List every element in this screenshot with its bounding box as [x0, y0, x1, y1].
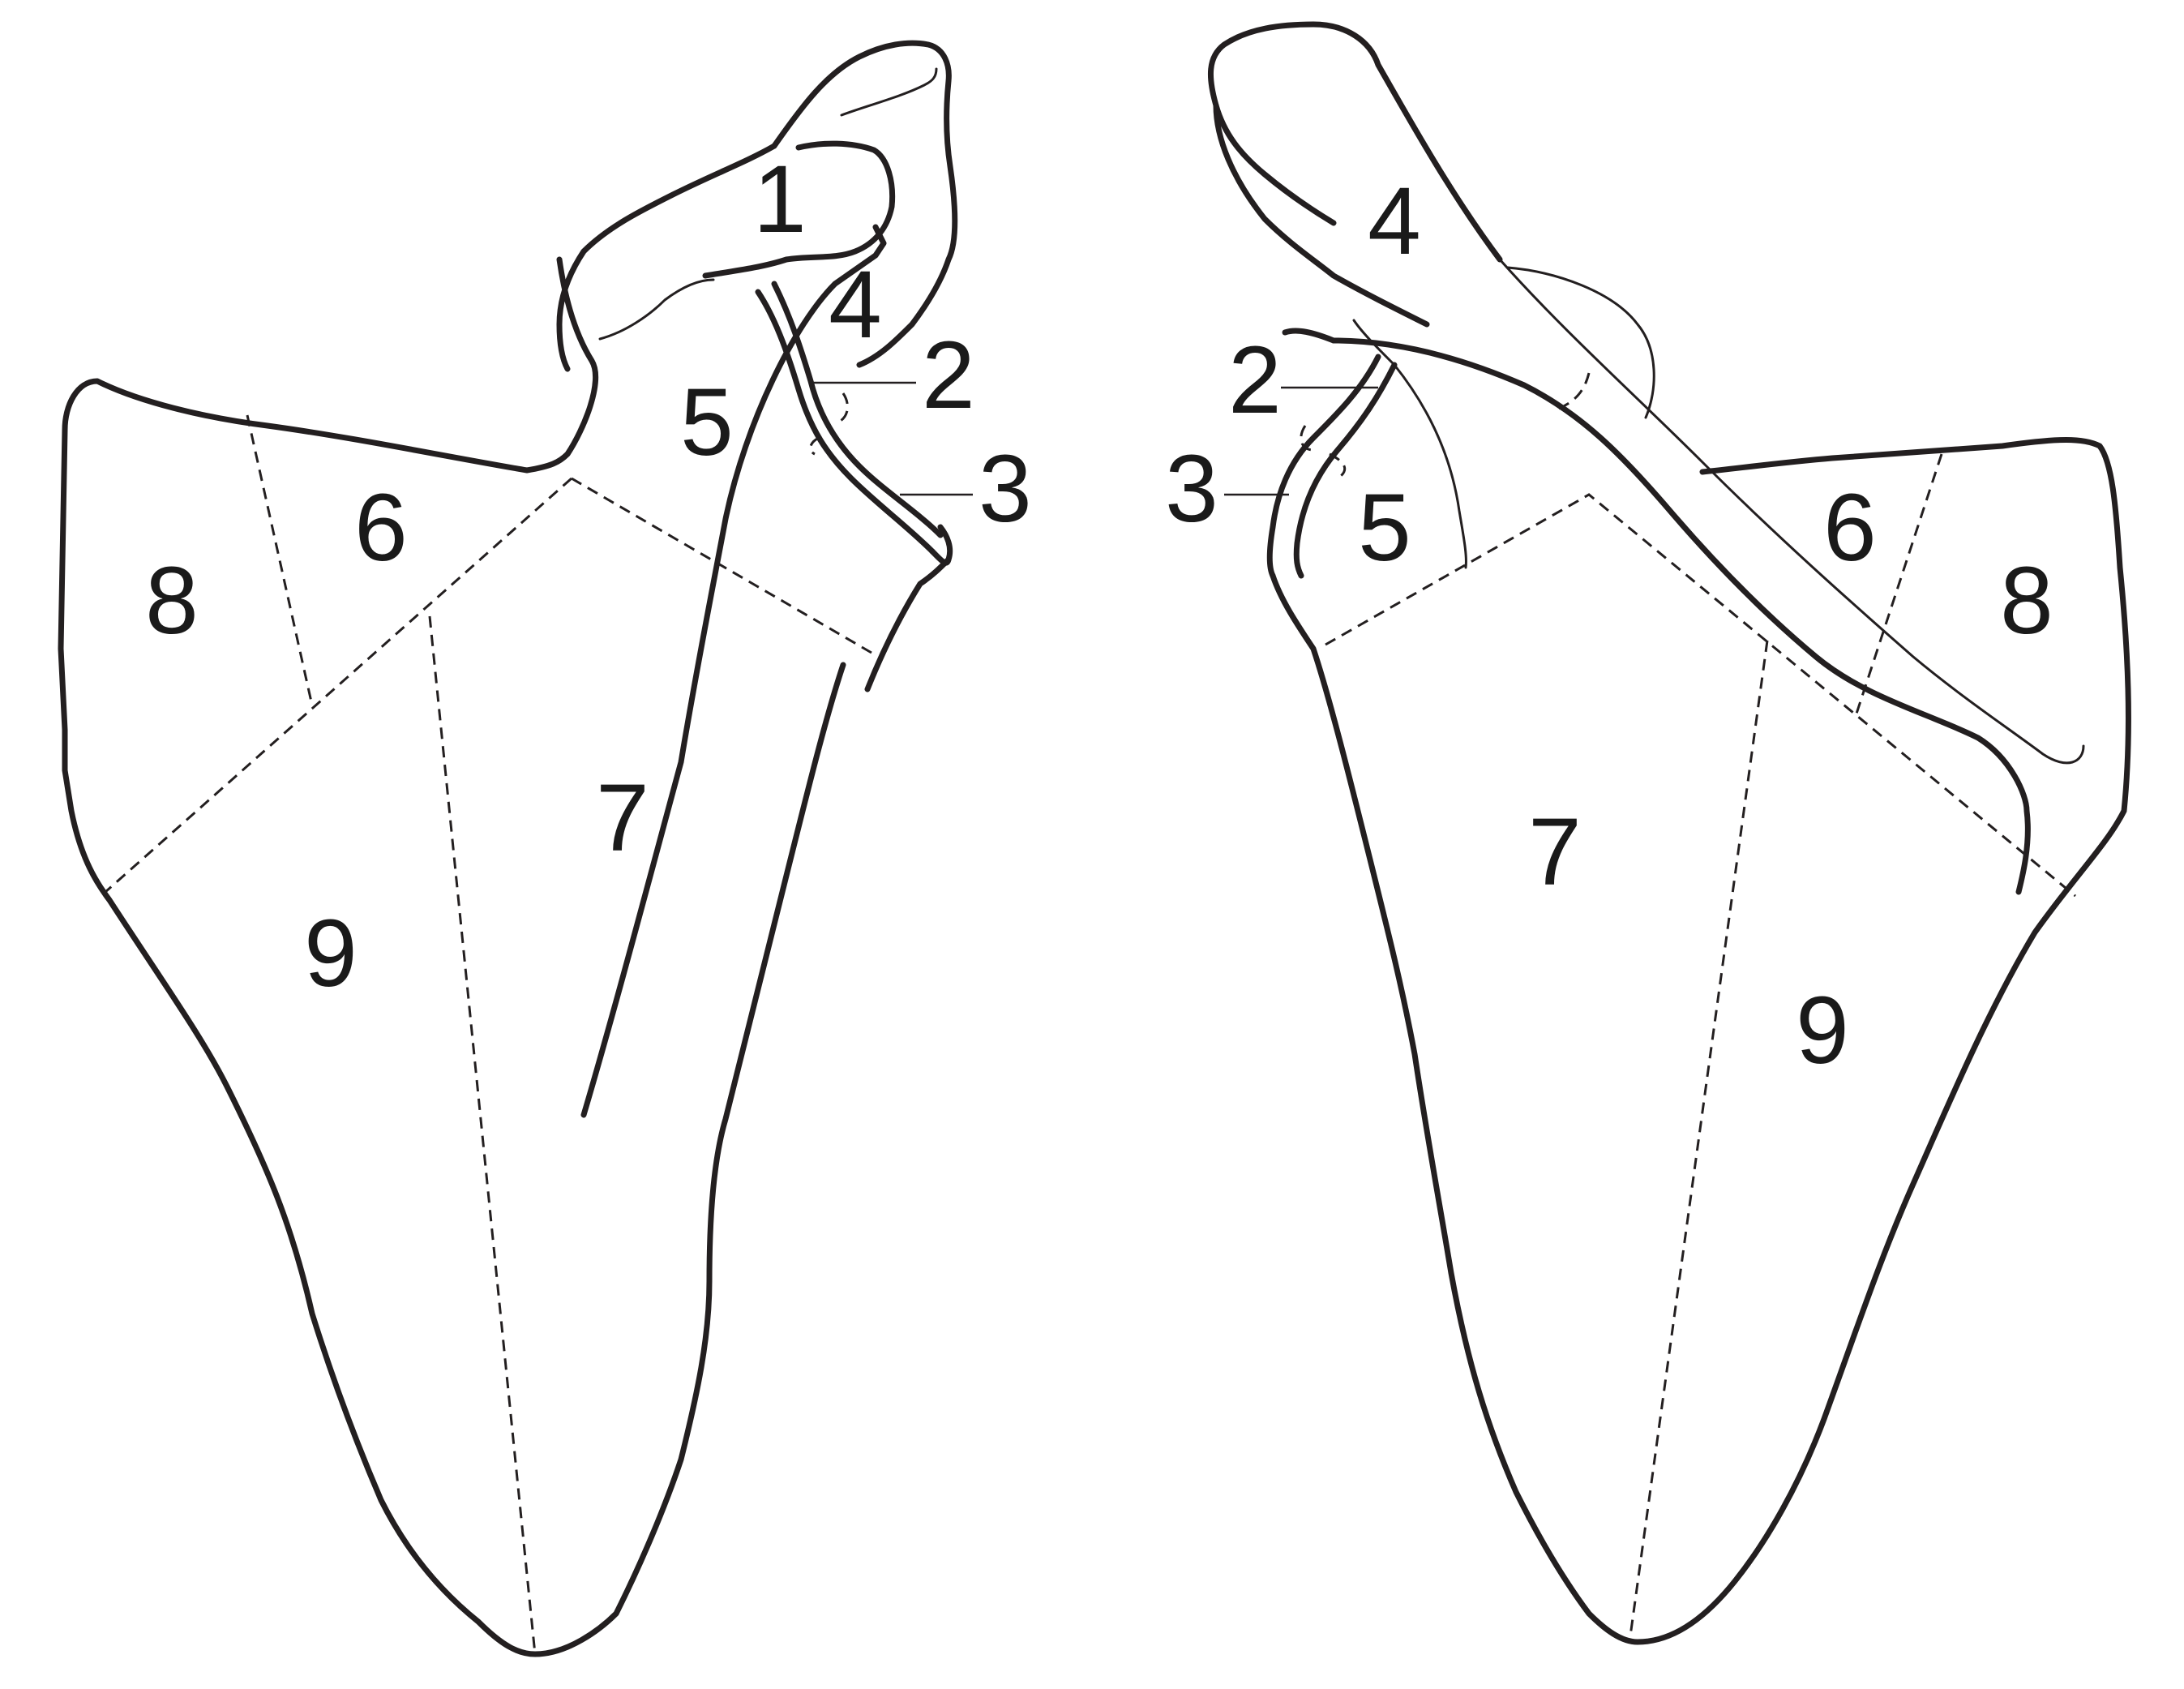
left-label-3: 3: [979, 435, 1032, 542]
right-scapula-outline: [1270, 437, 2131, 1645]
right-label-8: 8: [2000, 547, 2053, 654]
right-glenoid-line: [1393, 363, 1467, 569]
left-label-7: 7: [596, 765, 649, 872]
left-dash-a: [246, 414, 314, 706]
right-label-4: 4: [1368, 168, 1421, 275]
right-label-5: 5: [1358, 474, 1411, 581]
right-label-3: 3: [1165, 435, 1218, 542]
right-label-7: 7: [1528, 799, 1582, 906]
left-coracoid-inner: [840, 67, 938, 117]
left-label-6: 6: [354, 474, 408, 581]
left-glenoid-small-dashes: [809, 392, 849, 456]
left-dash-d: [428, 615, 537, 1655]
left-acromion-outline: [771, 40, 958, 368]
right-glenoid-hook: [1352, 319, 1396, 367]
right-spine-dash: [1556, 372, 1591, 411]
left-scapula-outline: [58, 224, 887, 1657]
right-dash-c: [1628, 640, 1769, 1643]
left-dash-c: [571, 477, 872, 654]
right-label-6: 6: [1823, 474, 1877, 581]
left-label-2: 2: [922, 322, 975, 429]
right-dash-a: [1325, 493, 2076, 898]
left-label-1: 1: [753, 146, 807, 253]
right-spine-lower: [1330, 337, 2031, 895]
right-spine-bump: [1506, 266, 1655, 419]
left-dash-b: [105, 477, 572, 894]
right-dash-b: [1855, 453, 1943, 714]
right-glenoid-rim-outer: [1266, 354, 1381, 579]
left-label-8: 8: [145, 547, 199, 654]
right-acromion-lower: [1213, 102, 1430, 328]
left-coracoid-curve: [598, 278, 715, 341]
left-scapula-view: 1 2 3 4 5 6 7 8 9: [58, 40, 1032, 1657]
right-label-2: 2: [1228, 327, 1282, 434]
right-glenoid-dashes: [1300, 425, 1347, 480]
left-label-9: 9: [304, 900, 358, 1007]
left-label-4: 4: [829, 251, 882, 358]
left-lateral-border: [864, 556, 952, 692]
left-coracoid-outline: [556, 143, 777, 372]
left-glenoid-rim: [755, 289, 936, 555]
right-acromion-outline: [1207, 21, 1503, 263]
left-coracoid-lower: [702, 140, 896, 279]
right-spine-upper: [1498, 258, 2085, 765]
left-glenoid-rim-inner: [771, 281, 944, 538]
left-label-5: 5: [680, 369, 734, 476]
right-spine-base: [1282, 328, 1337, 344]
right-label-9: 9: [1796, 977, 1849, 1084]
right-glenoid-rim-inner: [1293, 362, 1398, 579]
right-scapula-view: 2 3 4 5 6 7 8 9: [1165, 21, 2131, 1645]
